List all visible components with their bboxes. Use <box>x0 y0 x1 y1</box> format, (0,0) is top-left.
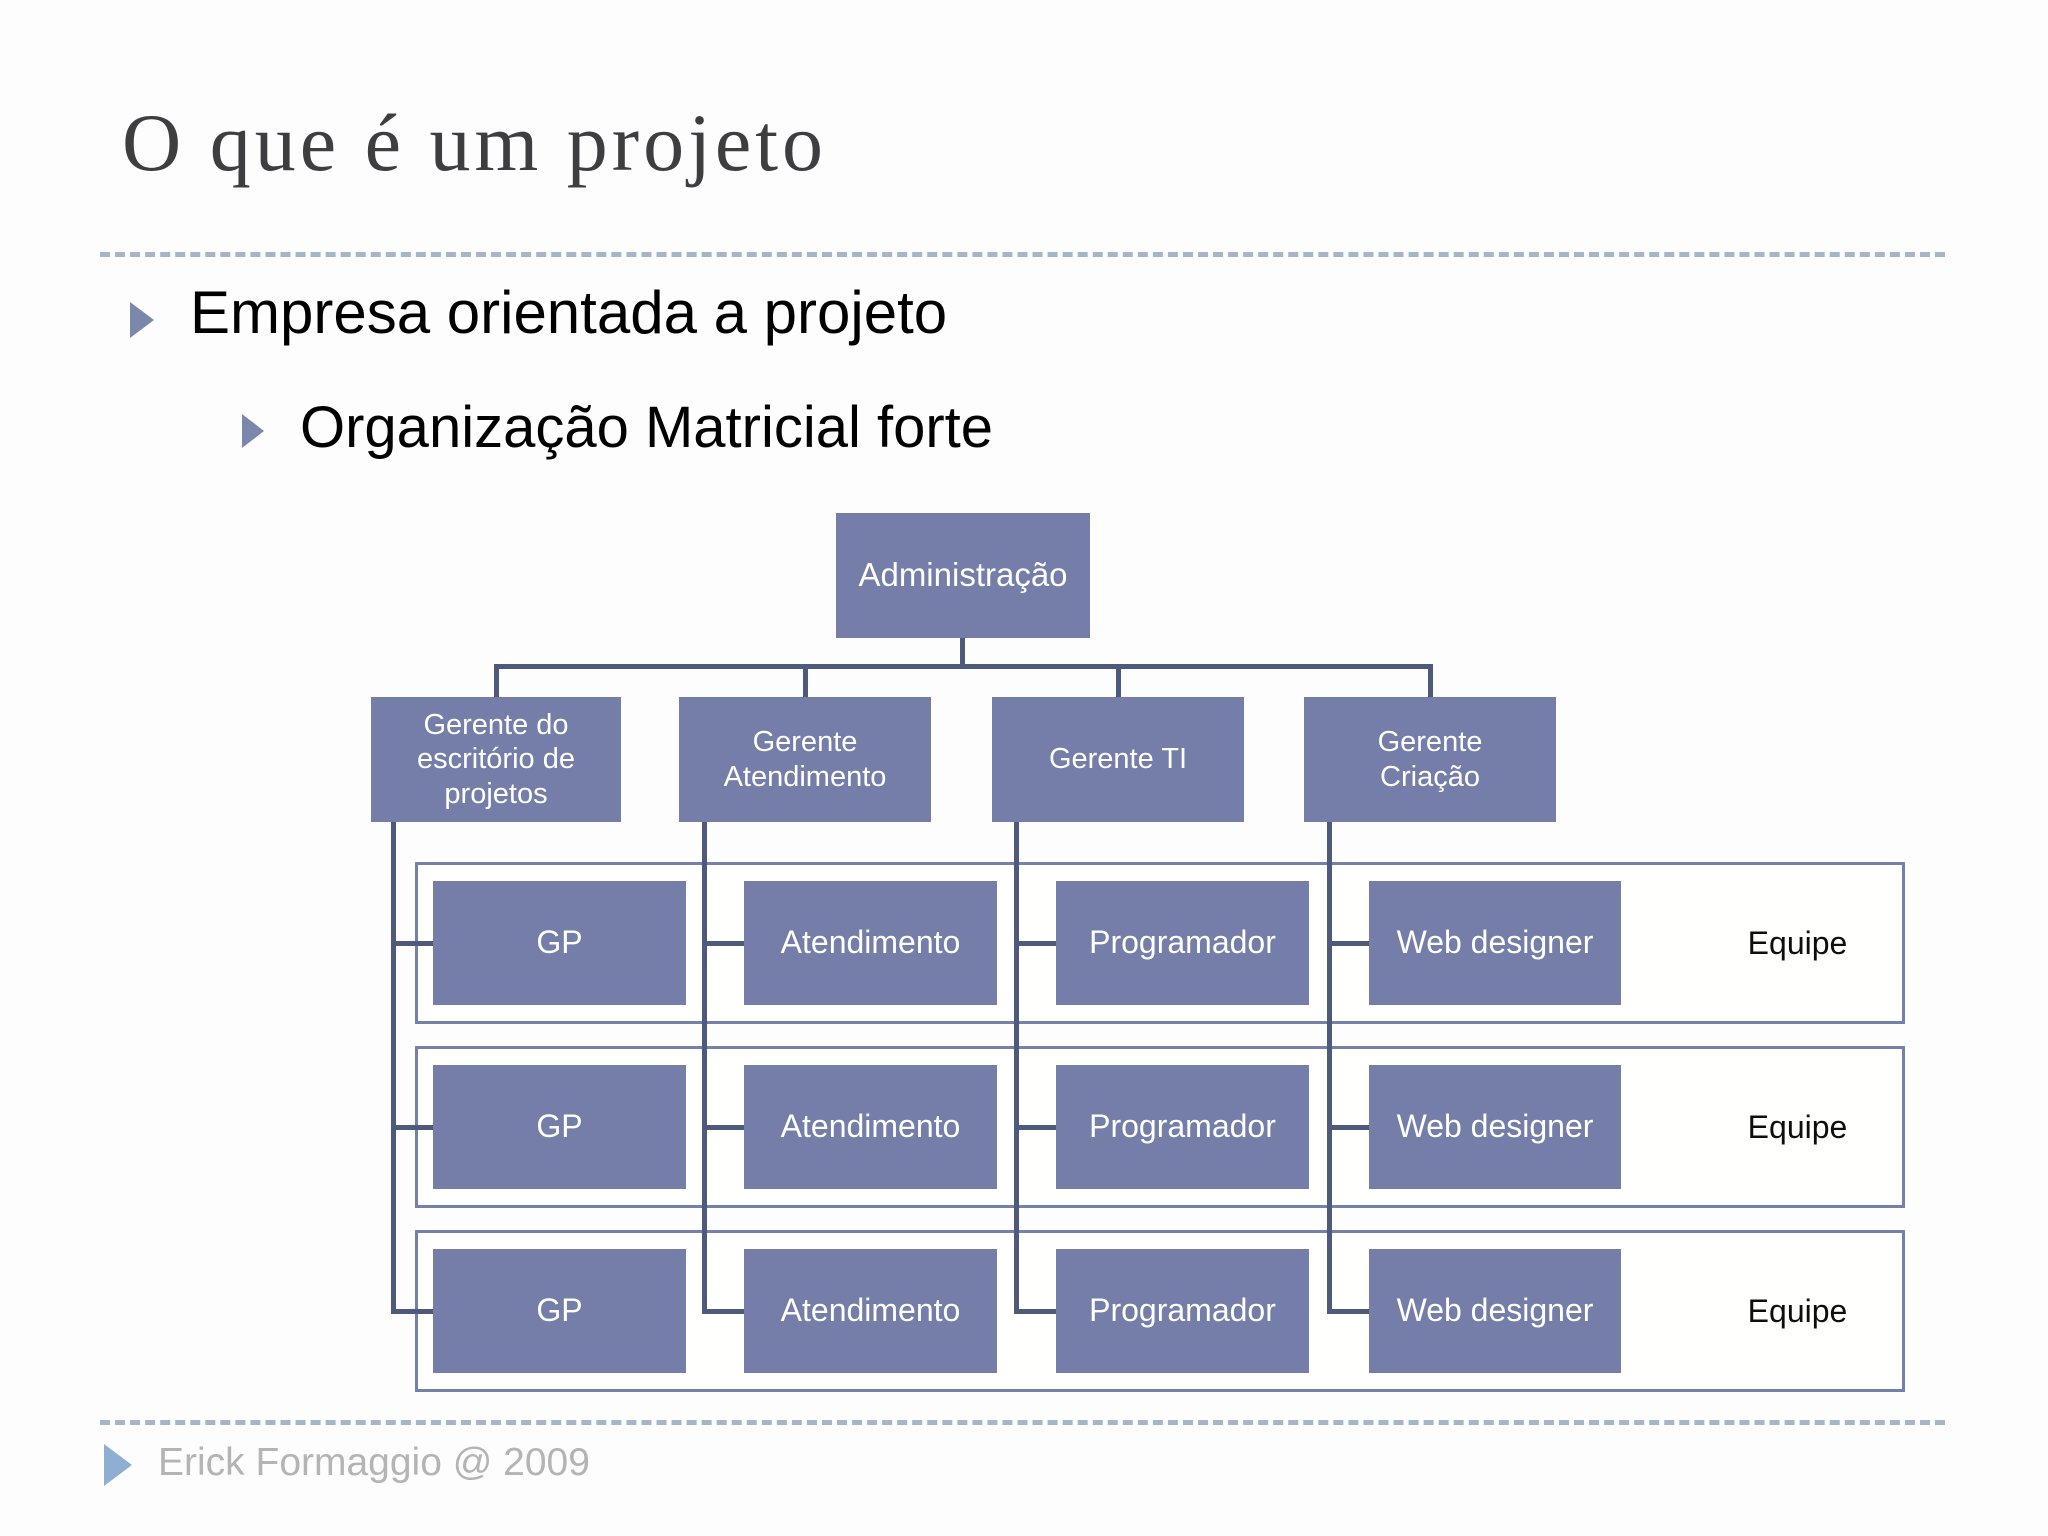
connector-manager-line <box>1327 822 1332 1314</box>
org-node-team-cell: Web designer <box>1369 1249 1621 1373</box>
org-node-team-cell: Programador <box>1056 1065 1309 1189</box>
org-node-manager: Gerente TI <box>992 697 1244 822</box>
slide-title: O que é um projeto <box>122 97 828 188</box>
connector-stub <box>391 1125 436 1130</box>
org-node-manager: Gerente do escritório de projetos <box>371 697 621 822</box>
footer-divider <box>100 1420 1945 1425</box>
connector-drop <box>1428 664 1433 700</box>
footer-triangle-icon <box>104 1444 132 1486</box>
org-node-manager: Gerente Criação <box>1304 697 1556 822</box>
org-node-team-cell: GP <box>433 1249 686 1373</box>
connector-main-horizontal <box>494 664 1432 669</box>
connector-stub <box>1327 1309 1372 1314</box>
connector-manager-line <box>391 822 396 1314</box>
org-node-root: Administração <box>836 513 1090 638</box>
connector-stub <box>391 941 436 946</box>
org-node-team-cell: GP <box>433 1065 686 1189</box>
connector-manager-line <box>1014 822 1019 1314</box>
connector-stub <box>391 1309 436 1314</box>
bullet-triangle-icon <box>130 302 154 338</box>
title-divider <box>100 252 1945 257</box>
org-node-team-cell: Atendimento <box>744 1249 997 1373</box>
org-node-team-cell: Web designer <box>1369 1065 1621 1189</box>
connector-root-stem <box>960 638 965 668</box>
connector-drop <box>1116 664 1121 700</box>
connector-stub <box>1014 941 1059 946</box>
footer-text: Erick Formaggio @ 2009 <box>158 1441 590 1484</box>
connector-stub <box>702 1125 747 1130</box>
connector-manager-line <box>702 822 707 1314</box>
org-node-team-cell: Programador <box>1056 1249 1309 1373</box>
connector-stub <box>702 1309 747 1314</box>
connector-stub <box>1014 1309 1059 1314</box>
org-node-manager: Gerente Atendimento <box>679 697 931 822</box>
org-node-team-cell: GP <box>433 881 686 1005</box>
org-node-team-cell: Web designer <box>1369 881 1621 1005</box>
org-node-team-cell: Atendimento <box>744 881 997 1005</box>
org-node-team-cell: Atendimento <box>744 1065 997 1189</box>
connector-drop <box>803 664 808 700</box>
connector-stub <box>1327 941 1372 946</box>
bullet-text-level2: Organização Matricial forte <box>300 395 994 460</box>
connector-stub <box>702 941 747 946</box>
bullet-triangle-icon <box>242 414 264 448</box>
team-row-label: Equipe <box>1747 924 1848 961</box>
bullet-text-level1: Empresa orientada a projeto <box>190 279 948 346</box>
connector-stub <box>1014 1125 1059 1130</box>
team-row-label: Equipe <box>1747 1292 1848 1329</box>
org-node-team-cell: Programador <box>1056 881 1309 1005</box>
team-row-label: Equipe <box>1747 1108 1848 1145</box>
connector-drop <box>494 664 499 700</box>
connector-stub <box>1327 1125 1372 1130</box>
